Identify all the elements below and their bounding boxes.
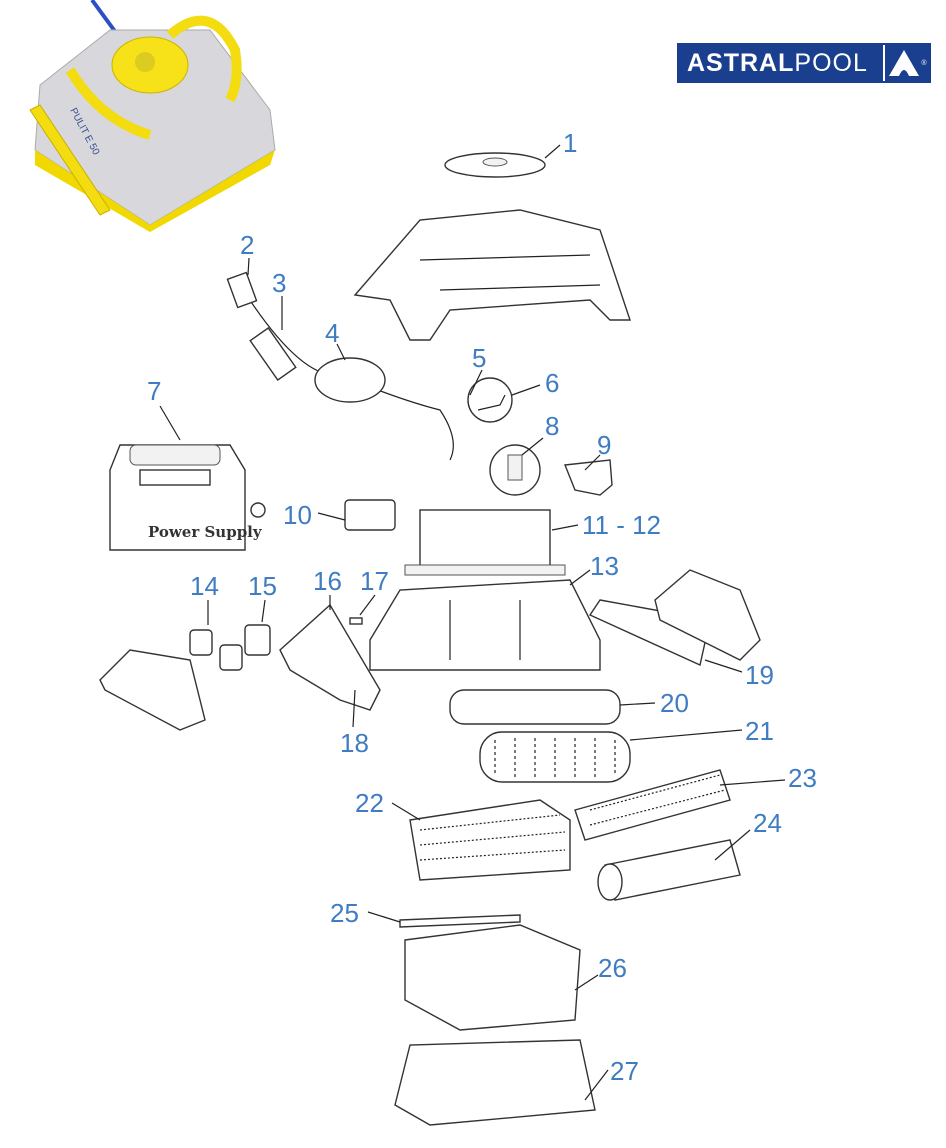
robot-product-photo: PULIT E 50: [29, 0, 276, 232]
callout-10: 10: [283, 500, 312, 530]
callout-3: 3: [272, 268, 287, 298]
callout-17: 17: [360, 566, 389, 596]
callout-14: 14: [190, 571, 219, 601]
callout-16: 16: [313, 566, 342, 596]
callout-1: 1: [563, 128, 578, 158]
callout-20: 20: [660, 688, 689, 718]
logo-text-light: POOL: [794, 48, 868, 77]
callout-11-12: 11 - 12: [582, 510, 662, 540]
callout-8: 8: [545, 411, 560, 441]
callout-19: 19: [745, 660, 774, 690]
callout-23: 23: [788, 763, 817, 793]
callout-4: 4: [325, 318, 340, 348]
logo-text-bold: ASTRAL: [687, 48, 795, 77]
callout-9: 9: [597, 430, 612, 460]
callout-7: 7: [147, 376, 162, 406]
callout-25: 25: [330, 898, 359, 928]
power-supply-unit: Power Supply: [109, 444, 266, 551]
callout-13: 13: [590, 551, 619, 581]
callout-15: 15: [248, 571, 277, 601]
callout-22: 22: [355, 788, 384, 818]
callout-24: 24: [753, 808, 782, 838]
power-supply-label: Power Supply: [148, 523, 263, 541]
callout-26: 26: [598, 953, 627, 983]
callout-18: 18: [340, 728, 369, 758]
callout-2: 2: [240, 230, 255, 260]
callout-6: 6: [545, 368, 560, 398]
callout-21: 21: [745, 716, 774, 746]
callout-27: 27: [610, 1056, 639, 1086]
logo-triangle-icon: ®: [883, 45, 929, 81]
callout-5: 5: [472, 343, 487, 373]
registered-mark: ®: [921, 59, 927, 67]
astralpool-logo: ASTRALPOOL ®: [677, 43, 931, 83]
